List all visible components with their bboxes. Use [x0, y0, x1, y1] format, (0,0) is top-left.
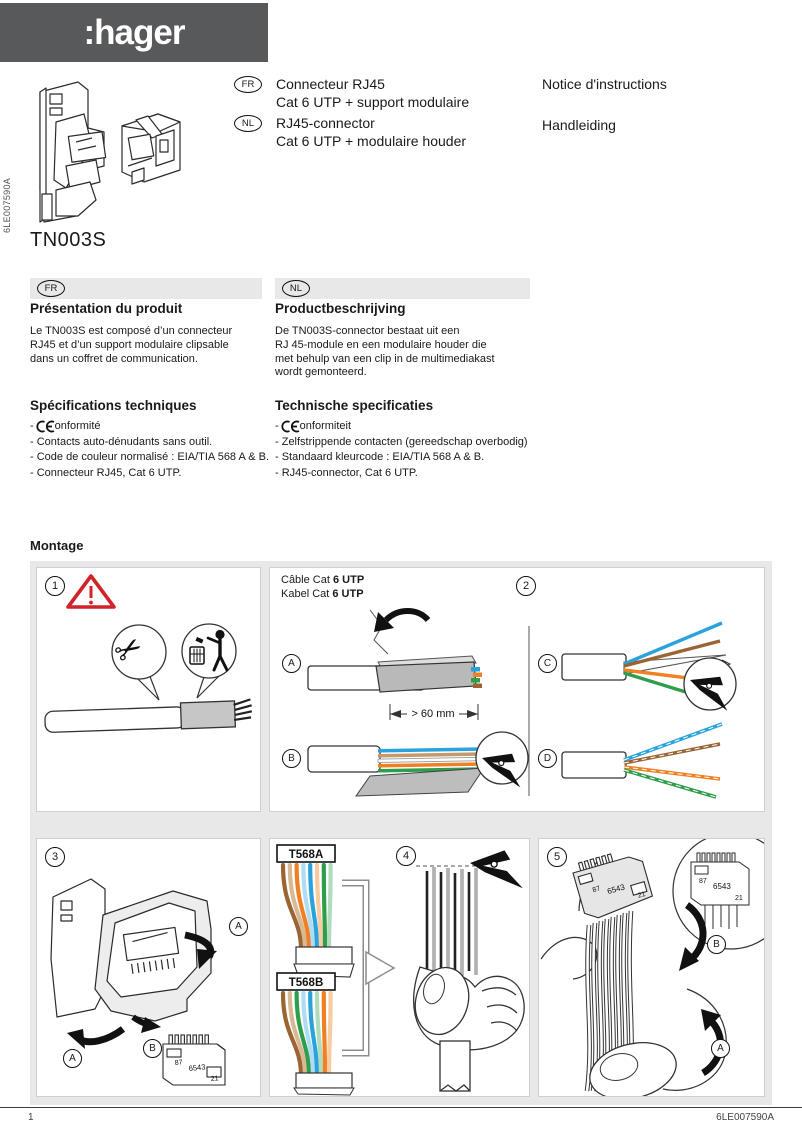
step2-drawing: > 60 mm	[307, 608, 737, 799]
rj45-module-held: 87 6543 21	[572, 853, 654, 919]
substep-a-badge: A	[229, 917, 248, 936]
nl-spec-item: - RJ45-connector, Cat 6 UTP.	[275, 466, 418, 479]
nl-spec-item: - Standaard kleurcode : EIA/TIA 568 A & …	[275, 451, 485, 464]
nl-specs-list: - onformiteit - Zelfstrippende contacten…	[275, 419, 528, 481]
fr-section-bar: FR	[30, 278, 262, 299]
warning-triangle-icon	[66, 574, 116, 609]
step5-badge: 5	[547, 847, 567, 867]
fr-spec-ce: - onformité	[30, 420, 101, 433]
t568b-wires	[280, 990, 333, 1078]
svg-text:21: 21	[735, 895, 743, 902]
fr-language-badge: FR	[234, 76, 262, 93]
montage-step5-panel: 5 B A 87 6543	[538, 838, 765, 1097]
nl-spec-ce: - onformiteit	[275, 420, 352, 433]
t568a-label-box	[276, 844, 336, 863]
fr-specs-list: - onformité - Contacts auto-dénudants sa…	[30, 419, 269, 481]
dispose-person-icon	[189, 629, 229, 672]
product-illustration	[39, 81, 181, 223]
montage-step2-panel: Câble Cat 6 UTP Kabel Cat 6 UTP 2 A B C …	[269, 567, 765, 812]
substep-b-badge: B	[282, 749, 301, 768]
step4-badge: 4	[396, 846, 416, 866]
step3-badge: 3	[45, 847, 65, 867]
dimension-text: > 60 mm	[411, 708, 454, 720]
product-code: TN003S	[30, 229, 107, 251]
brand-logo-box: :hager	[0, 3, 268, 62]
substep-a-badge: A	[282, 654, 301, 673]
substep-a-badge: A	[711, 1039, 730, 1058]
cable-drawing	[44, 698, 253, 733]
nl-presentation-heading: Productbeschrijving	[275, 301, 406, 316]
substep-b-badge: B	[707, 935, 726, 954]
svg-text:21: 21	[637, 891, 647, 900]
svg-text:87: 87	[699, 878, 707, 885]
doc-title-fr: Notice d'instructions	[542, 76, 667, 92]
page-number: 1	[28, 1112, 34, 1123]
step3-drawing: 87 6543 21	[50, 878, 226, 1086]
footer-rule	[0, 1107, 802, 1108]
hand-drawing	[412, 966, 525, 1092]
substep-b-badge: B	[143, 1039, 162, 1058]
substep-c-badge: C	[538, 654, 557, 673]
t568b-label: T568B	[289, 977, 324, 989]
side-reference-code: 6LE007590A	[2, 177, 12, 233]
product-title-nl-line1: RJ45-connector	[276, 115, 375, 131]
fr-section-badge: FR	[37, 280, 65, 297]
nl-specs-heading: Technische specificaties	[275, 398, 434, 413]
rj45-module-inset: 87 6543 21	[690, 852, 750, 929]
step2-badge: 2	[516, 576, 536, 596]
product-title-fr-line1: Connecteur RJ45	[276, 76, 385, 92]
nl-language-badge: NL	[234, 115, 262, 132]
svg-text:6543: 6543	[188, 1062, 206, 1073]
merge-arrow	[342, 879, 396, 1057]
doc-title-nl: Handleiding	[542, 117, 616, 133]
held-wires	[425, 867, 478, 979]
fr-presentation-heading: Présentation du produit	[30, 301, 183, 316]
montage-step3-panel: 3 A A B	[36, 838, 261, 1097]
cable-type-label: Câble Cat 6 UTP Kabel Cat 6 UTP	[281, 574, 365, 600]
product-title-nl-line2: Cat 6 UTP + modulaire houder	[276, 133, 467, 149]
rj45-module-small: 87 6543 21	[162, 1034, 226, 1086]
product-title-fr-line2: Cat 6 UTP + support modulaire	[276, 94, 470, 110]
montage-heading: Montage	[30, 538, 84, 553]
step4-drawing: T568A T568B	[276, 844, 525, 1096]
t568a-wires	[280, 862, 333, 952]
substep-a-badge: A	[63, 1049, 82, 1068]
svg-text:87: 87	[174, 1059, 183, 1067]
nl-spec-item: - Zelfstrippende contacten (gereedschap …	[275, 435, 528, 448]
nl-presentation-body: De TN003S-connector bestaat uit een RJ 4…	[275, 325, 495, 379]
svg-text:6543: 6543	[713, 882, 731, 891]
t568a-label: T568A	[289, 849, 324, 861]
fr-specs-heading: Spécifications techniques	[30, 398, 197, 413]
t568b-label-box	[276, 972, 336, 991]
step1-badge: 1	[45, 576, 65, 596]
svg-text:87: 87	[592, 885, 602, 894]
fr-spec-item: - Contacts auto-dénudants sans outil.	[30, 435, 213, 448]
substep-d-badge: D	[538, 749, 557, 768]
ce-mark-icon	[281, 420, 300, 433]
thumb-drawing	[589, 1042, 677, 1096]
step1-drawing: ✂	[44, 574, 253, 733]
nl-section-badge: NL	[282, 280, 310, 297]
step5-drawing: 87 6543 21	[540, 839, 764, 1096]
montage-step1-panel: 1 ✂	[36, 567, 261, 812]
footer-doc-ref: 6LE007590A	[716, 1112, 774, 1123]
ce-mark-icon	[36, 420, 55, 433]
cutting-pliers-icon	[469, 849, 524, 889]
fr-presentation-body: Le TN003S est composé d’un connecteur RJ…	[30, 325, 233, 365]
hager-logo: :hager	[83, 12, 186, 52]
fr-spec-item: - Code de couleur normalisé : EIA/TIA 56…	[30, 451, 270, 464]
montage-step4-panel: 4 T568A T568B	[269, 838, 530, 1097]
fr-spec-item: - Connecteur RJ45, Cat 6 UTP.	[30, 466, 182, 479]
nl-section-bar: NL	[275, 278, 530, 299]
svg-text:21: 21	[210, 1075, 219, 1083]
